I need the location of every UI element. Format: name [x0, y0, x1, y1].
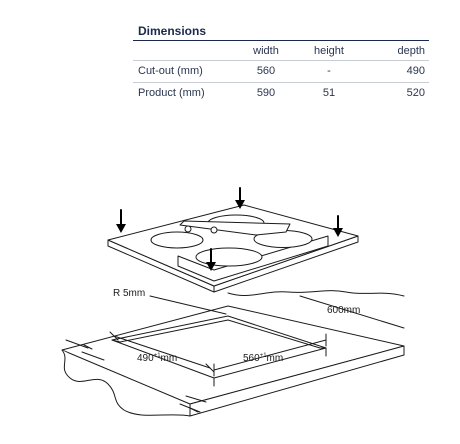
- hob: [107, 204, 359, 293]
- cutout-depth-tolerance: +1: [154, 353, 162, 359]
- row-label: Cut-out (mm): [138, 65, 203, 77]
- hob-glass-top: [107, 204, 359, 287]
- column-header-depth: depth: [397, 45, 425, 57]
- cutout-width-unit: mm: [267, 353, 284, 364]
- cell-depth: 490: [406, 65, 425, 77]
- radius-leader: [149, 295, 227, 315]
- dim-490-tick: [205, 363, 215, 373]
- depth-wavy-line: [227, 290, 405, 297]
- arrow-down-icon: [116, 209, 126, 233]
- table-row: Cut-out (mm) 560 - 490: [133, 61, 429, 83]
- dimensions-title: Dimensions: [133, 22, 429, 41]
- cutout-depth-value: 490: [137, 353, 154, 364]
- arrow-down-icon: [235, 187, 245, 209]
- cutout-width-tolerance: +1: [260, 353, 268, 359]
- cutout-width-label: 560+1mm: [243, 353, 283, 364]
- cutout-depth-label: 490+1mm: [137, 353, 177, 364]
- cutout-dimensions: [109, 331, 327, 377]
- install-arrows: [116, 187, 343, 271]
- column-header-height: height: [314, 45, 344, 57]
- cutout-inner-back-left: [111, 339, 121, 343]
- cell-width: 560: [256, 65, 276, 77]
- dim-560-line: [213, 339, 327, 371]
- bracket-screw: [210, 226, 218, 234]
- cell-height: -: [327, 65, 331, 77]
- cutout-width-value: 560: [243, 353, 260, 364]
- edge-offset-markers: [65, 339, 207, 413]
- cutout-inner-edge: [119, 319, 321, 349]
- cell-width: 590: [256, 87, 276, 99]
- radius-label: R 5mm: [113, 288, 145, 299]
- column-header-width: width: [253, 45, 279, 57]
- depth-label: 600mm: [327, 305, 360, 316]
- dim-490-line: [113, 335, 211, 369]
- countertop-break: [61, 349, 191, 417]
- row-label: Product (mm): [138, 87, 205, 99]
- table-header: width height depth: [133, 41, 429, 61]
- cutout-depth-unit: mm: [161, 353, 178, 364]
- bracket-screw: [184, 225, 192, 233]
- depth-600-line: [299, 295, 405, 329]
- countertop: [61, 305, 405, 417]
- cell-height: 51: [322, 87, 336, 99]
- mounting-bracket: [179, 220, 291, 236]
- dimensions-table: Dimensions width height depth Cut-out (m…: [133, 22, 429, 104]
- cooking-zone-front: [195, 247, 263, 267]
- cooking-zone-left: [150, 231, 204, 249]
- arrow-down-icon: [333, 215, 343, 237]
- installation-diagram: R 5mm 600mm 490+1mm 560+1mm: [61, 187, 405, 417]
- cell-depth: 520: [406, 87, 425, 99]
- arrow-down-icon: [206, 248, 216, 271]
- table-row: Product (mm) 590 51 520: [133, 83, 429, 104]
- dim-490-tick: [109, 331, 119, 341]
